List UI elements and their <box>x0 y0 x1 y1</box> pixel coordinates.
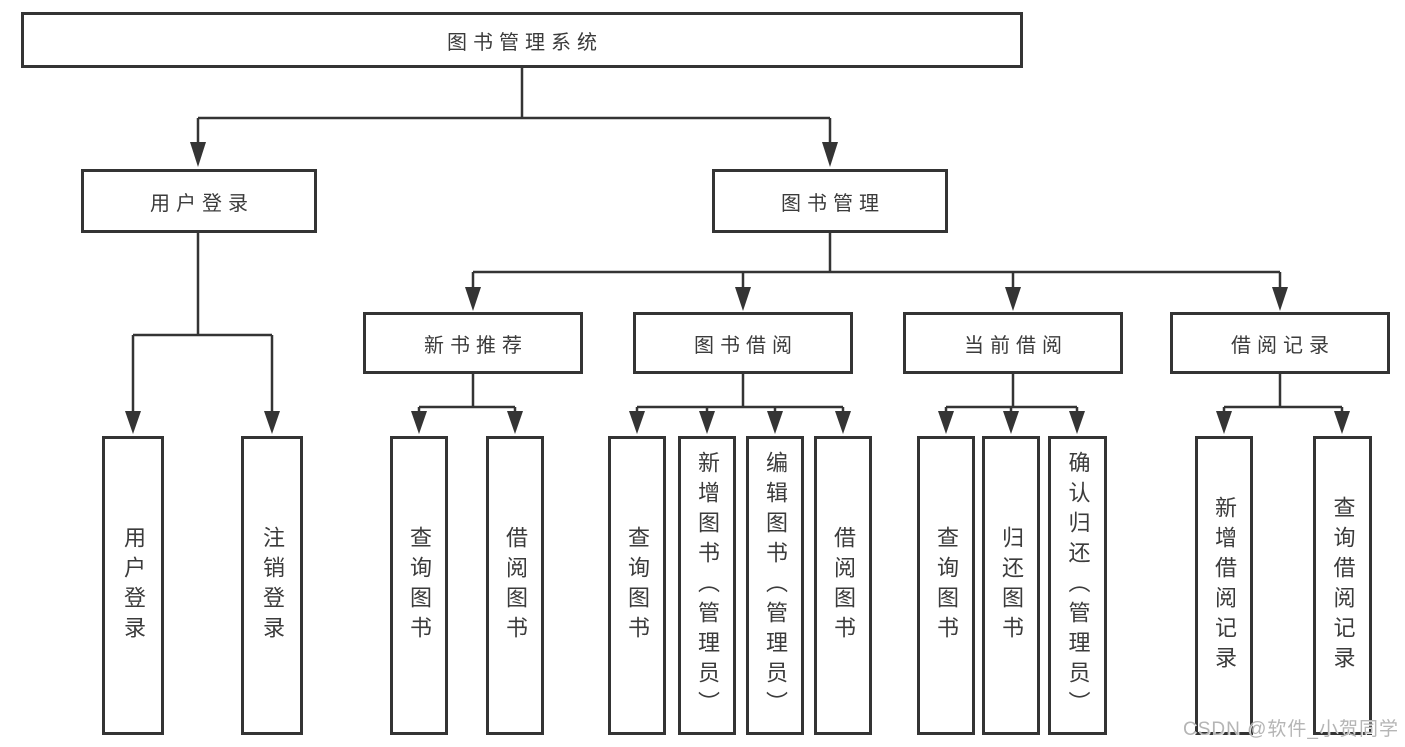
node-label: 图书借阅 <box>694 334 798 357</box>
arrowhead-icon <box>264 411 280 434</box>
arrowhead-icon <box>1005 287 1021 311</box>
arrowhead-icon <box>125 411 141 434</box>
node-current-borrowing: 当前借阅 <box>903 312 1123 374</box>
leaf-records-query-record: 查询借阅记录 <box>1313 436 1372 735</box>
leaf-label: 用户登录 <box>121 525 146 646</box>
arrowhead-icon <box>938 411 954 434</box>
leaf-label: 借阅图书 <box>503 525 528 646</box>
node-book-management: 图书管理 <box>712 169 948 233</box>
leaf-label: 查询图书 <box>407 525 432 646</box>
leaf-borrowing-add-books-admin: 新增图书（管理员） <box>678 436 736 735</box>
leaf-borrowing-borrow-books: 借阅图书 <box>814 436 872 735</box>
leaf-label: 新增图书（管理员） <box>695 450 720 721</box>
leaf-newbooks-borrow-books: 借阅图书 <box>486 436 544 735</box>
leaf-label: 注销登录 <box>260 525 285 646</box>
arrowhead-icon <box>411 411 427 434</box>
arrowhead-icon <box>822 142 838 167</box>
node-label: 图书管理 <box>781 192 885 215</box>
arrowhead-icon <box>629 411 645 434</box>
arrowhead-icon <box>835 411 851 434</box>
arrowhead-icon <box>1272 287 1288 311</box>
node-label: 当前借阅 <box>964 334 1068 357</box>
node-label: 图书管理系统 <box>447 31 603 54</box>
leaf-label: 查询借阅记录 <box>1330 495 1356 676</box>
arrowhead-icon <box>1334 411 1350 434</box>
arrowhead-icon <box>699 411 715 434</box>
leaf-label: 查询图书 <box>625 525 650 646</box>
leaf-borrowing-query-books: 查询图书 <box>608 436 666 735</box>
node-borrowing-records: 借阅记录 <box>1170 312 1390 374</box>
arrowhead-icon <box>465 287 481 311</box>
node-label: 新书推荐 <box>424 334 528 357</box>
node-label: 用户登录 <box>150 192 254 215</box>
arrowhead-icon <box>1069 411 1085 434</box>
arrowhead-icon <box>1003 411 1019 434</box>
node-system-root: 图书管理系统 <box>21 12 1023 68</box>
node-user-login: 用户登录 <box>81 169 317 233</box>
connector-path <box>131 68 1344 413</box>
leaf-logout: 注销登录 <box>241 436 303 735</box>
arrowhead-icon <box>507 411 523 434</box>
leaf-current-query-books: 查询图书 <box>917 436 975 735</box>
arrowheads <box>125 142 1350 434</box>
leaf-records-add-record: 新增借阅记录 <box>1195 436 1253 735</box>
leaf-user-login: 用户登录 <box>102 436 164 735</box>
leaf-current-return-books: 归还图书 <box>982 436 1040 735</box>
leaf-current-confirm-return-admin: 确认归还（管理员） <box>1048 436 1107 735</box>
arrowhead-icon <box>1216 411 1232 434</box>
leaf-label: 借阅图书 <box>831 525 856 646</box>
leaf-newbooks-query-books: 查询图书 <box>390 436 448 735</box>
leaf-label: 新增借阅记录 <box>1212 495 1237 676</box>
leaf-label: 查询图书 <box>934 525 959 646</box>
node-label: 借阅记录 <box>1231 334 1335 357</box>
arrowhead-icon <box>190 142 206 167</box>
leaf-borrowing-edit-books-admin: 编辑图书（管理员） <box>746 436 804 735</box>
arrowhead-icon <box>735 287 751 311</box>
arrowhead-icon <box>767 411 783 434</box>
csdn-watermark: CSDN @软件_小贺同学 <box>1183 719 1399 740</box>
node-book-borrowing: 图书借阅 <box>633 312 853 374</box>
leaf-label: 确认归还（管理员） <box>1065 450 1091 721</box>
leaf-label: 归还图书 <box>999 525 1024 646</box>
node-new-book-recommendation: 新书推荐 <box>363 312 583 374</box>
leaf-label: 编辑图书（管理员） <box>763 450 788 721</box>
